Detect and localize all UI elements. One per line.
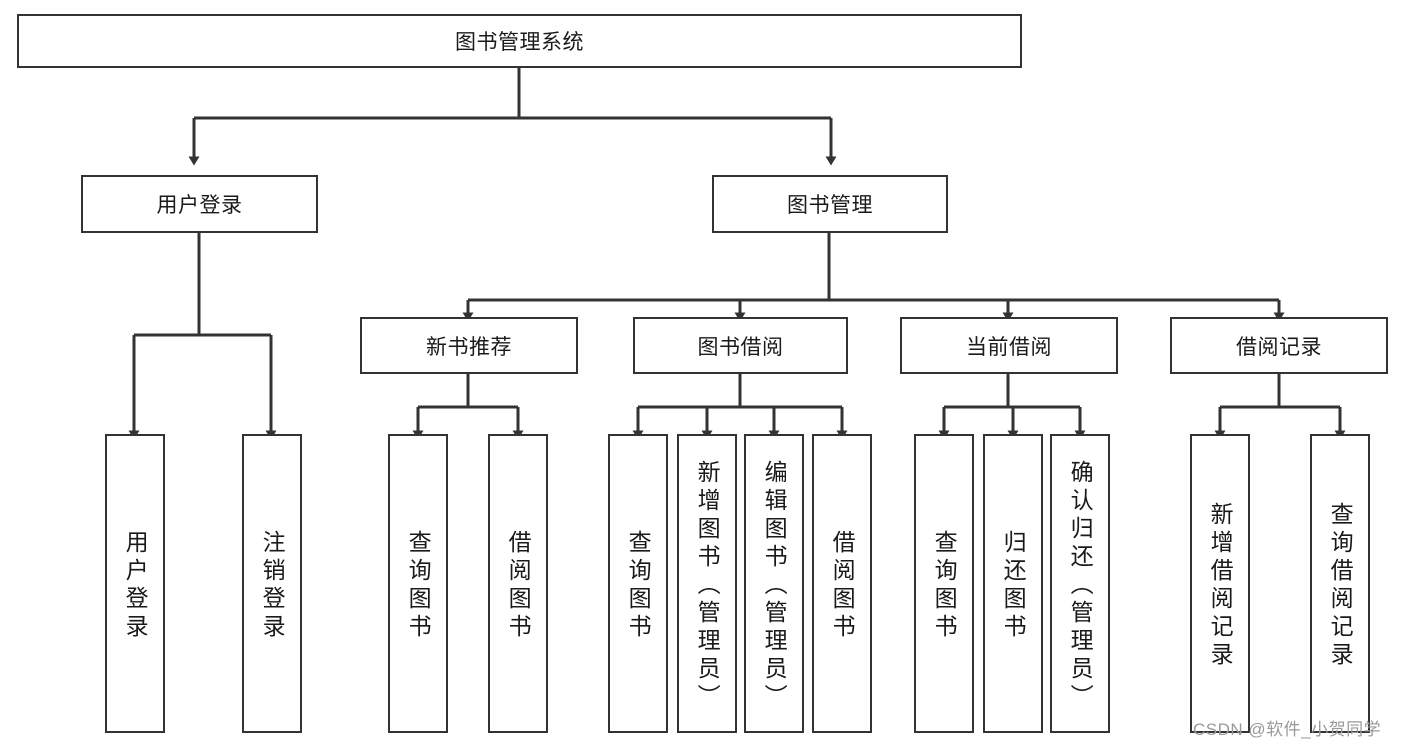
node-leaf-confirm-return[interactable]: 确认归还（管理员）	[1050, 434, 1110, 733]
node-new-book-recommend-label: 新书推荐	[426, 335, 512, 359]
node-leaf-add-book-label: 新增图书（管理员）	[694, 459, 721, 712]
node-book-management[interactable]: 图书管理	[712, 175, 948, 233]
node-current-borrow-label: 当前借阅	[966, 335, 1052, 359]
node-leaf-query-book-3-label: 查询图书	[931, 529, 958, 642]
node-leaf-borrow-book-1[interactable]: 借阅图书	[488, 434, 548, 733]
node-leaf-return-book[interactable]: 归还图书	[983, 434, 1043, 733]
node-user-login-label: 用户登录	[156, 194, 243, 217]
node-leaf-add-book[interactable]: 新增图书（管理员）	[677, 434, 737, 733]
node-leaf-query-book-2[interactable]: 查询图书	[608, 434, 668, 733]
node-leaf-edit-book[interactable]: 编辑图书（管理员）	[744, 434, 804, 733]
node-leaf-add-record[interactable]: 新增借阅记录	[1190, 434, 1250, 733]
node-leaf-borrow-book-2-label: 借阅图书	[829, 529, 856, 642]
node-current-borrow[interactable]: 当前借阅	[900, 317, 1118, 374]
node-new-book-recommend[interactable]: 新书推荐	[360, 317, 578, 374]
node-root[interactable]: 图书管理系统	[17, 14, 1022, 68]
node-leaf-user-login[interactable]: 用户登录	[105, 434, 165, 733]
node-user-login[interactable]: 用户登录	[81, 175, 318, 233]
node-leaf-return-book-label: 归还图书	[1000, 529, 1027, 642]
node-leaf-borrow-book-2[interactable]: 借阅图书	[812, 434, 872, 733]
node-leaf-logout-login-label: 注销登录	[259, 529, 286, 642]
node-borrow-record-label: 借阅记录	[1236, 335, 1322, 359]
node-leaf-confirm-return-label: 确认归还（管理员）	[1067, 459, 1094, 712]
node-leaf-query-book-3[interactable]: 查询图书	[914, 434, 974, 733]
node-leaf-logout-login[interactable]: 注销登录	[242, 434, 302, 733]
node-leaf-query-book-1[interactable]: 查询图书	[388, 434, 448, 733]
node-leaf-query-record[interactable]: 查询借阅记录	[1310, 434, 1370, 733]
node-book-borrow[interactable]: 图书借阅	[633, 317, 848, 374]
node-book-management-label: 图书管理	[787, 194, 873, 217]
node-leaf-query-book-2-label: 查询图书	[625, 529, 652, 642]
node-root-label: 图书管理系统	[455, 31, 584, 54]
node-leaf-query-book-1-label: 查询图书	[405, 529, 432, 642]
node-leaf-edit-book-label: 编辑图书（管理员）	[761, 459, 788, 712]
node-leaf-add-record-label: 新增借阅记录	[1207, 501, 1234, 670]
node-borrow-record[interactable]: 借阅记录	[1170, 317, 1388, 374]
watermark-text: CSDN @软件_小贺同学	[1193, 720, 1382, 739]
node-leaf-query-record-label: 查询借阅记录	[1327, 501, 1354, 670]
node-leaf-borrow-book-1-label: 借阅图书	[505, 529, 532, 642]
node-book-borrow-label: 图书借阅	[697, 335, 784, 359]
node-leaf-user-login-label: 用户登录	[122, 529, 149, 642]
